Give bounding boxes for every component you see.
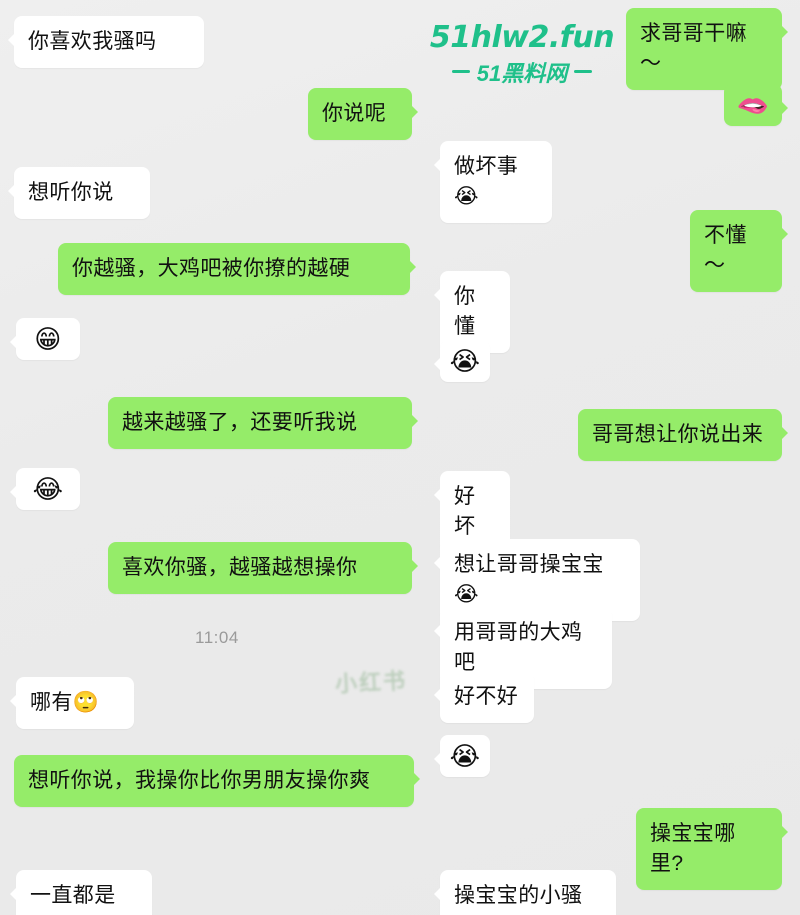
incoming-message-bubble[interactable]: 做坏事😭: [434, 141, 552, 223]
outgoing-message-bubble[interactable]: 喜欢你骚，越骚越想操你: [108, 542, 418, 594]
site-watermark: 51hlw2.fun 51黑料网: [414, 22, 630, 88]
incoming-message-bubble[interactable]: 操宝宝的小骚逼: [434, 870, 616, 915]
incoming-message-bubble[interactable]: 哪有🙄: [10, 677, 134, 729]
incoming-message-bubble[interactable]: 😭: [434, 735, 490, 777]
incoming-message-bubble[interactable]: 想听你说: [8, 167, 150, 219]
watermark-rule-right-icon: [574, 70, 593, 73]
watermark-subtitle-row: 51黑料网: [414, 56, 630, 88]
incoming-message-bubble[interactable]: 😭: [434, 340, 490, 382]
outgoing-message-bubble[interactable]: 不懂～: [690, 210, 788, 292]
outgoing-message-bubble[interactable]: 你越骚，大鸡吧被你撩的越硬: [58, 243, 416, 295]
outgoing-message-bubble[interactable]: 你说呢: [308, 88, 418, 140]
incoming-message-bubble[interactable]: 一直都是: [10, 870, 152, 915]
outgoing-message-bubble[interactable]: 求哥哥干嘛～: [626, 8, 788, 90]
watermark-domain-text: 51hlw2.fun: [429, 20, 615, 55]
watermark-rule-left-icon: [451, 70, 470, 73]
outgoing-message-bubble[interactable]: 操宝宝哪里?: [636, 808, 788, 890]
watermark-subtitle-text: 51黑料网: [476, 60, 568, 86]
outgoing-message-bubble[interactable]: 🫦: [724, 84, 788, 126]
message-timestamp: 11:04: [195, 628, 239, 647]
incoming-message-bubble[interactable]: 好不好: [434, 671, 534, 723]
outgoing-message-bubble[interactable]: 想听你说，我操你比你男朋友操你爽: [14, 755, 420, 807]
incoming-message-bubble[interactable]: 你喜欢我骚吗: [8, 16, 204, 68]
outgoing-message-bubble[interactable]: 哥哥想让你说出来: [578, 409, 788, 461]
outgoing-message-bubble[interactable]: 越来越骚了，还要听我说: [108, 397, 418, 449]
incoming-message-bubble[interactable]: 😁: [10, 318, 80, 360]
incoming-message-bubble[interactable]: 你懂: [434, 271, 510, 353]
incoming-message-bubble[interactable]: 😂: [10, 468, 80, 510]
faint-logo-watermark: 小红书: [334, 668, 408, 697]
